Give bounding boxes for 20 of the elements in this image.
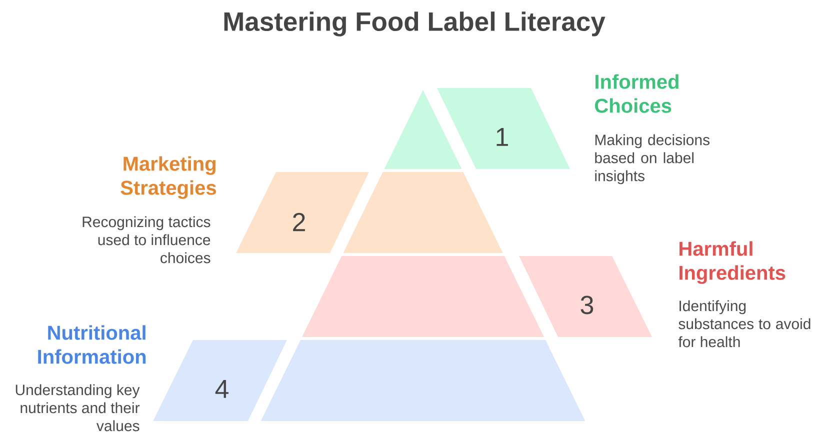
number-tab: 1: [437, 88, 570, 169]
pyramid-tier: [384, 90, 462, 169]
tier-heading: Nutritional Information: [38, 325, 146, 364]
tier-description: Understanding key nutrients and their values: [16, 384, 140, 432]
title: Mastering Food Label Literacy: [224, 12, 606, 36]
number-tab: 3: [519, 256, 652, 337]
pyramid-tier: [343, 172, 503, 253]
tier-heading: Marketing Strategies: [120, 156, 216, 199]
tier-description: Making decisions based on label insights: [595, 134, 710, 184]
node-label: 2: [293, 212, 305, 232]
number-tab: 2: [236, 172, 369, 253]
tier-description: Identifying substances to avoid for health: [678, 300, 810, 348]
number-tab: 4: [153, 340, 287, 421]
tier-heading: Informed Choices: [595, 74, 678, 113]
tier-heading: Harmful Ingredients: [680, 241, 786, 284]
node-label: 3: [580, 296, 594, 314]
node-label: 4: [215, 380, 228, 398]
tier-description: Recognizing tactics used to influence choices: [82, 216, 210, 264]
node-label: 1: [496, 128, 508, 146]
pyramid-tier: [302, 256, 544, 337]
